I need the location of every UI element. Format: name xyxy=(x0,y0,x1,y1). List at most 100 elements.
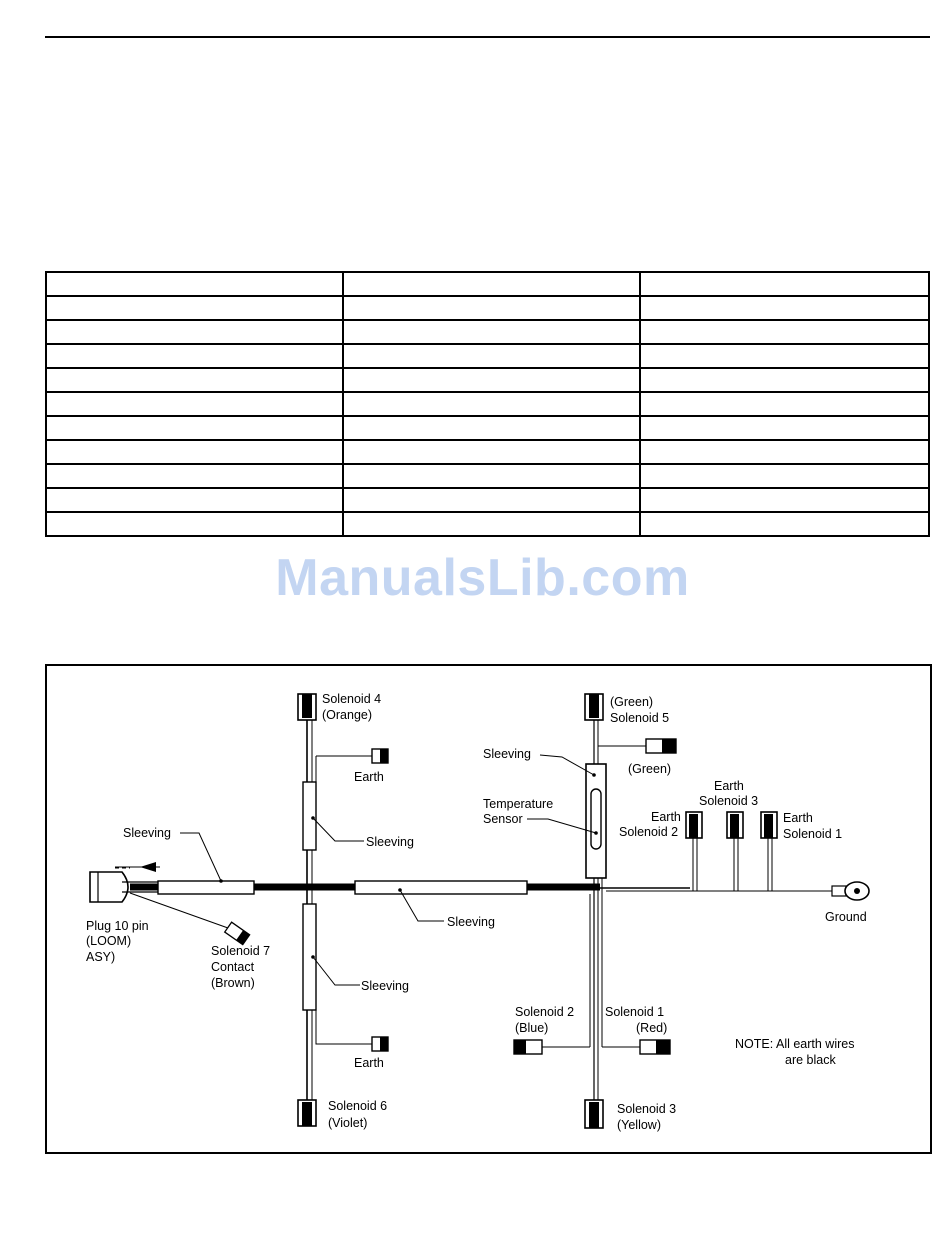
earth-terminal-icon xyxy=(645,738,677,754)
table-cell xyxy=(639,487,930,513)
table-row xyxy=(45,295,930,321)
label-sensor: Sensor xyxy=(483,812,523,826)
label-yellow: (Yellow) xyxy=(617,1118,661,1132)
label-brown: (Brown) xyxy=(211,976,255,990)
table-row xyxy=(45,367,930,393)
label-solenoid-5: Solenoid 5 xyxy=(610,711,669,725)
connector-icon xyxy=(297,693,317,721)
connector-icon xyxy=(639,1039,671,1055)
label-violet: (Violet) xyxy=(328,1116,367,1130)
table-cell xyxy=(639,463,930,489)
top-rule xyxy=(45,36,930,38)
label-earth-sol2: Earth xyxy=(651,810,681,824)
table-cell xyxy=(45,319,344,345)
center-sleeving xyxy=(354,880,528,895)
label-red: (Red) xyxy=(636,1021,667,1035)
table-cell xyxy=(639,415,930,441)
label-blue: (Blue) xyxy=(515,1021,548,1035)
label-sol3-earth: Solenoid 3 xyxy=(699,794,758,808)
label-solenoid-4: Solenoid 4 xyxy=(322,692,381,706)
table-row xyxy=(45,415,930,441)
label-sleeving-upper: Sleeving xyxy=(366,835,414,849)
label-solenoid-3: Solenoid 3 xyxy=(617,1102,676,1116)
table-cell xyxy=(342,439,641,465)
label-green-top: (Green) xyxy=(610,695,653,709)
table-cell xyxy=(639,343,930,369)
connector-icon xyxy=(726,811,744,839)
label-sleeving-center: Sleeving xyxy=(447,915,495,929)
table-cell xyxy=(45,343,344,369)
table-cell xyxy=(45,391,344,417)
table-cell xyxy=(639,391,930,417)
label-green-earth: (Green) xyxy=(628,762,671,776)
table-cell xyxy=(342,319,641,345)
table-row xyxy=(45,391,930,417)
table-cell xyxy=(45,367,344,393)
table-cell xyxy=(639,439,930,465)
table-cell xyxy=(45,463,344,489)
label-note-2: are black xyxy=(785,1053,836,1067)
table-row xyxy=(45,343,930,369)
table-cell xyxy=(342,391,641,417)
earth-terminal-icon xyxy=(371,1036,389,1052)
table-cell xyxy=(342,463,641,489)
table-cell xyxy=(342,271,641,297)
table-row xyxy=(45,511,930,537)
table-cell xyxy=(45,415,344,441)
table-row xyxy=(45,439,930,465)
empty-table xyxy=(45,271,930,537)
table-cell xyxy=(342,367,641,393)
connector-icon xyxy=(685,811,703,839)
label-earth-sol1: Earth xyxy=(783,811,813,825)
branch-solenoid-5-3 xyxy=(540,720,648,1100)
left-sleeving xyxy=(157,880,255,895)
table-cell xyxy=(342,295,641,321)
table-cell xyxy=(45,487,344,513)
connector-icon xyxy=(584,1099,604,1129)
label-asy: ASY) xyxy=(86,950,115,964)
label-earth-top: Earth xyxy=(354,770,384,784)
wiring-diagram-frame xyxy=(45,664,932,1154)
earth-terminal-icon xyxy=(371,748,389,764)
table-cell xyxy=(45,439,344,465)
label-ground: Ground xyxy=(825,910,867,924)
solenoid-7-contact xyxy=(129,892,251,946)
label-orange: (Orange) xyxy=(322,708,372,722)
table-row xyxy=(45,319,930,345)
table-row xyxy=(45,271,930,297)
label-solenoid-1: Solenoid 1 xyxy=(605,1005,664,1019)
label-solenoid-6: Solenoid 6 xyxy=(328,1099,387,1113)
label-sleeving-left: Sleeving xyxy=(123,826,171,840)
table-row xyxy=(45,463,930,489)
table-cell xyxy=(342,511,641,537)
connector-icon xyxy=(513,1039,543,1055)
table-cell xyxy=(45,271,344,297)
ground-ring-terminal-icon xyxy=(831,881,870,901)
table-cell xyxy=(639,271,930,297)
label-temperature: Temperature xyxy=(483,797,553,811)
connector-icon xyxy=(297,1099,317,1127)
label-sleeving-lower: Sleeving xyxy=(361,979,409,993)
table-cell xyxy=(639,319,930,345)
leader-lines xyxy=(180,754,597,986)
table-cell xyxy=(639,295,930,321)
label-contact: Contact xyxy=(211,960,255,974)
label-sol2-earth: Solenoid 2 xyxy=(619,825,678,839)
watermark: ManualsLib.com xyxy=(275,549,690,607)
label-sleeving-sensor: Sleeving xyxy=(483,747,531,761)
table-row xyxy=(45,487,930,513)
label-solenoid-2: Solenoid 2 xyxy=(515,1005,574,1019)
branch-solenoid-4-6 xyxy=(302,718,374,1100)
label-earth-bottom: Earth xyxy=(354,1056,384,1070)
label-solenoid-7: Solenoid 7 xyxy=(211,944,270,958)
table-cell xyxy=(639,511,930,537)
connector-icon xyxy=(584,693,604,721)
table-cell xyxy=(45,511,344,537)
table-cell xyxy=(342,415,641,441)
label-note: NOTE: All earth wires xyxy=(735,1037,854,1051)
connector-icon xyxy=(760,811,778,839)
label-sol1-earth: Solenoid 1 xyxy=(783,827,842,841)
table-cell xyxy=(342,343,641,369)
table-cell xyxy=(342,487,641,513)
